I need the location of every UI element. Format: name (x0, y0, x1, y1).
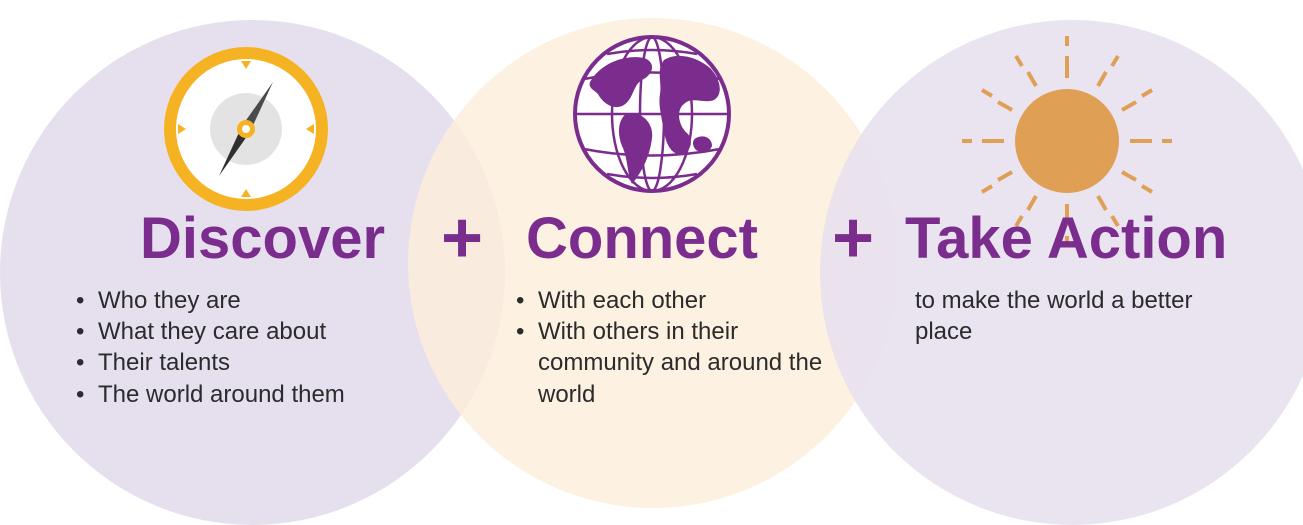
connect-list: With each other With others in their com… (510, 285, 840, 410)
discover-heading: Discover (140, 206, 386, 271)
take-action-text: to make the world a better place (915, 287, 1193, 346)
sun-icon (962, 36, 1172, 246)
discover-list: Who they are What they care about Their … (70, 285, 345, 410)
take-action-heading: Take Action (905, 206, 1228, 271)
list-item: Their talents (70, 347, 345, 378)
list-item: Who they are (70, 285, 345, 316)
compass-icon (164, 47, 328, 211)
plus-sign: + (441, 198, 484, 278)
list-item: The world around them (70, 379, 345, 410)
list-item: With each other (510, 285, 840, 316)
list-item: What they care about (70, 316, 345, 347)
list-item: With others in their community and aroun… (510, 316, 840, 410)
globe-icon (573, 35, 731, 193)
connect-heading: Connect (526, 206, 758, 271)
plus-sign: + (832, 198, 875, 278)
